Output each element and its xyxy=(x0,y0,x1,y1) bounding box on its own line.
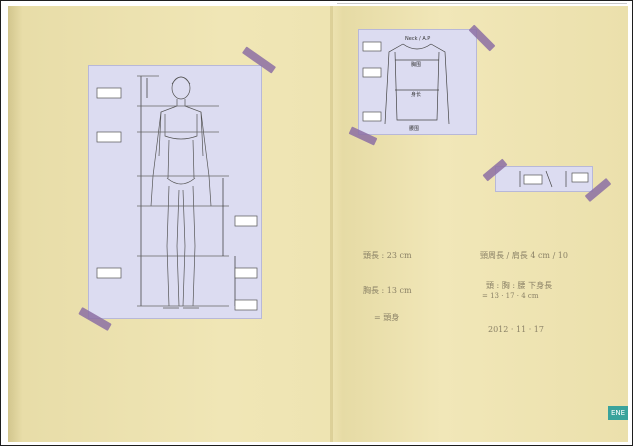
body-measurement-card xyxy=(88,65,262,319)
tab-sticker: ENE xyxy=(608,406,628,420)
top-rule xyxy=(337,3,627,4)
accessory-drawing xyxy=(519,170,589,188)
note-ratio-values: = 13 · 17 · 4 cm xyxy=(482,292,539,300)
garment-diagram-card: Neck / A.P 胸围 身长 腰围 xyxy=(358,29,477,135)
note-ratio: 頭 : 胸 : 腰 下身長 xyxy=(486,281,553,290)
accessory-diagram-card xyxy=(495,166,593,192)
garment-label-body: 身长 xyxy=(411,91,421,98)
notebook-spine xyxy=(330,6,333,442)
garment-label-top: Neck / A.P xyxy=(405,36,430,42)
page-shadow xyxy=(8,6,22,442)
note-chest-length: 胸長 : 13 cm xyxy=(363,286,412,295)
body-figure-drawing xyxy=(96,75,258,311)
notebook-photo: Neck / A.P 胸围 身长 腰围 頭長 : 23 cm 頸周長 / 肩長 … xyxy=(8,6,628,442)
note-neck-shoulder: 頸周長 / 肩長 4 cm / 10 xyxy=(480,251,568,260)
note-head-body: = 頭身 xyxy=(374,313,400,322)
note-date: 2012 · 11 · 17 xyxy=(488,325,544,334)
garment-label-hem: 腰围 xyxy=(409,126,419,132)
garment-label-chest: 胸围 xyxy=(411,61,421,68)
note-head-length: 頭長 : 23 cm xyxy=(363,251,412,260)
garment-drawing: Neck / A.P 胸围 身长 腰围 xyxy=(362,36,450,132)
